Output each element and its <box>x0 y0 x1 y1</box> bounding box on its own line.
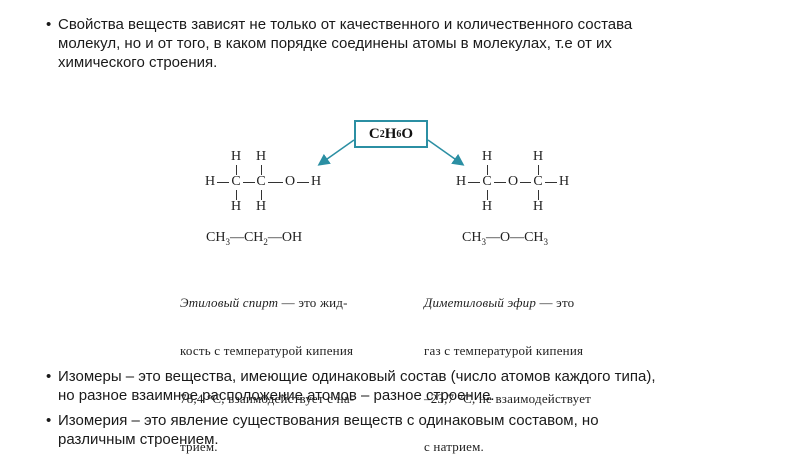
bond <box>468 182 480 183</box>
atom-h: H <box>230 149 242 164</box>
bullet-isomers-definition: • Изомеры – это вещества, имеющие одинак… <box>46 367 758 405</box>
ether-name: Диметиловый эфир <box>424 295 537 310</box>
bullet-marker: • <box>46 412 52 429</box>
bond <box>297 182 309 183</box>
bullet-marker: • <box>46 368 52 385</box>
desc-line: –23,7 °С, не взаимодействует <box>424 391 592 406</box>
atom-h: H <box>558 174 570 189</box>
formula-subscript: 3 <box>225 236 230 247</box>
desc-line: 78,4 °С, взаимодействует с на- <box>180 391 355 406</box>
bond <box>243 182 255 183</box>
atom-h: H <box>532 149 544 164</box>
bullet-line: химического строения. <box>58 54 218 71</box>
bond <box>545 182 557 183</box>
formula-part: CH <box>462 230 482 245</box>
ether-description: Диметиловый эфир — это газ с температуро… <box>424 263 591 471</box>
bond <box>261 165 262 175</box>
bond <box>217 182 229 183</box>
formula-part: —O—CH <box>485 230 544 245</box>
atom-o: O <box>284 174 296 189</box>
atom-o: O <box>507 174 519 189</box>
bullet-line: молекул, но и от того, в каком порядке с… <box>58 35 612 52</box>
bond <box>487 190 488 200</box>
atom-c: C <box>533 174 543 189</box>
bond <box>494 182 506 183</box>
atom-h: H <box>204 174 216 189</box>
atom-h: H <box>532 199 544 214</box>
atom-h: H <box>455 174 467 189</box>
bullet-line: Изомерия – это явление существования вещ… <box>58 412 599 429</box>
bond <box>487 165 488 175</box>
formula-part: CH <box>206 230 226 245</box>
bullet-line: но разное взаимное расположение атомов –… <box>58 387 495 404</box>
atom-h: H <box>255 199 267 214</box>
desc-line: — это жид- <box>278 295 348 310</box>
bond <box>236 165 237 175</box>
bond <box>538 190 539 200</box>
ethanol-condensed-formula: CH3—CH2—OH <box>206 230 302 247</box>
atom-c: C <box>482 174 492 189</box>
bullet-marker: • <box>46 16 52 33</box>
bullet-line: различным строением. <box>58 431 219 448</box>
bullet-structure-dependence: • Свойства веществ зависят не только от … <box>46 15 758 72</box>
desc-line: — это <box>536 295 575 310</box>
desc-line: кость с температурой кипения <box>180 343 354 358</box>
bullet-isomerism-definition: • Изомерия – это явление существования в… <box>46 411 758 449</box>
bond <box>538 165 539 175</box>
bond <box>236 190 237 200</box>
formula-subscript: 3 <box>543 236 549 247</box>
ether-condensed-formula: CH3—O—CH3 <box>462 230 548 247</box>
formula-o: O <box>401 125 414 142</box>
formula-subscript: 3 <box>481 236 486 247</box>
bond <box>268 182 283 183</box>
ethanol-name: Этиловый спирт <box>180 295 279 310</box>
bullet-line: Свойства веществ зависят не только от ка… <box>58 16 633 33</box>
formula-subscript: 2 <box>263 236 268 247</box>
formula-c: C <box>368 125 380 142</box>
ethanol-description: Этиловый спирт — это жид- кость с темпер… <box>180 263 354 471</box>
atom-h: H <box>230 199 242 214</box>
arrow-to-ether <box>427 139 465 166</box>
formula-h: H <box>384 125 397 142</box>
atom-h: H <box>481 149 493 164</box>
arrow-to-ethanol <box>317 139 355 166</box>
bond <box>261 190 262 200</box>
atom-c: C <box>231 174 241 189</box>
atom-h: H <box>255 149 267 164</box>
atom-h: H <box>310 174 322 189</box>
bullet-line: Изомеры – это вещества, имеющие одинаков… <box>58 368 656 385</box>
atom-c: C <box>256 174 266 189</box>
formula-sub-2: 2 <box>379 128 385 140</box>
bond <box>520 182 531 183</box>
desc-line: газ с температурой кипения <box>424 343 584 358</box>
formula-sub-6: 6 <box>396 128 402 140</box>
atom-h: H <box>481 199 493 214</box>
isomer-arrows <box>317 139 465 166</box>
formula-part: —OH <box>267 230 303 245</box>
formula-part: —CH <box>229 230 264 245</box>
